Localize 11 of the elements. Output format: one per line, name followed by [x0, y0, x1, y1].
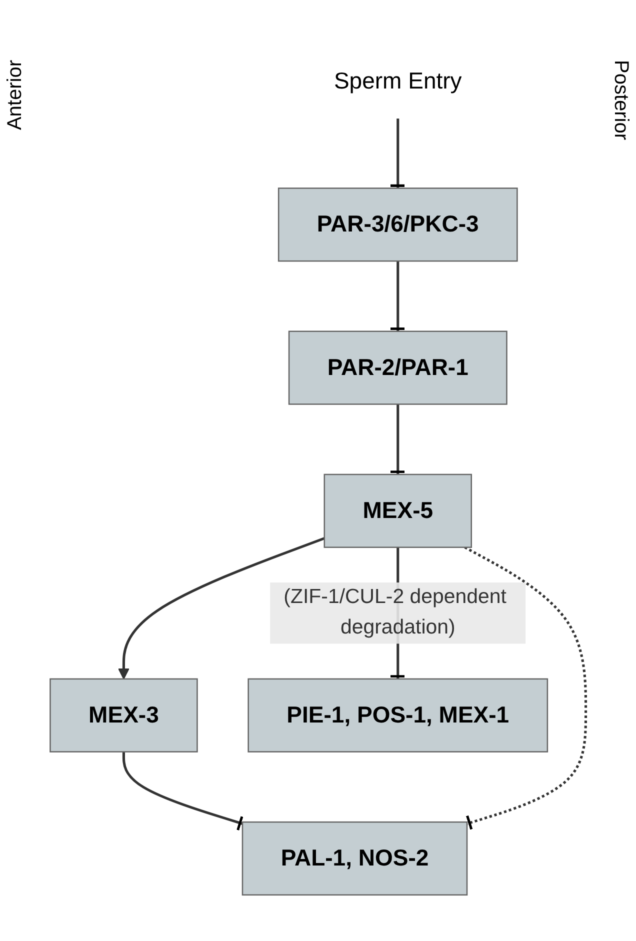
node-text: Sperm Entry [334, 68, 462, 94]
node-box: MEX-3 [50, 678, 198, 752]
axis-label: Posterior [609, 60, 632, 140]
node-box: PAL-1, NOS-2 [242, 821, 468, 896]
axis-label: Anterior [4, 60, 27, 130]
node-box: PIE-1, POS-1, MEX-1 [248, 678, 548, 752]
node-box: PAR-2/PAR-1 [288, 330, 508, 405]
node-box: PAR-3/6/PKC-3 [278, 188, 518, 262]
node-box: MEX-5 [324, 474, 472, 548]
arrow [118, 537, 325, 680]
edge-label: (ZIF-1/CUL-2 dependent degradation) [284, 586, 506, 639]
